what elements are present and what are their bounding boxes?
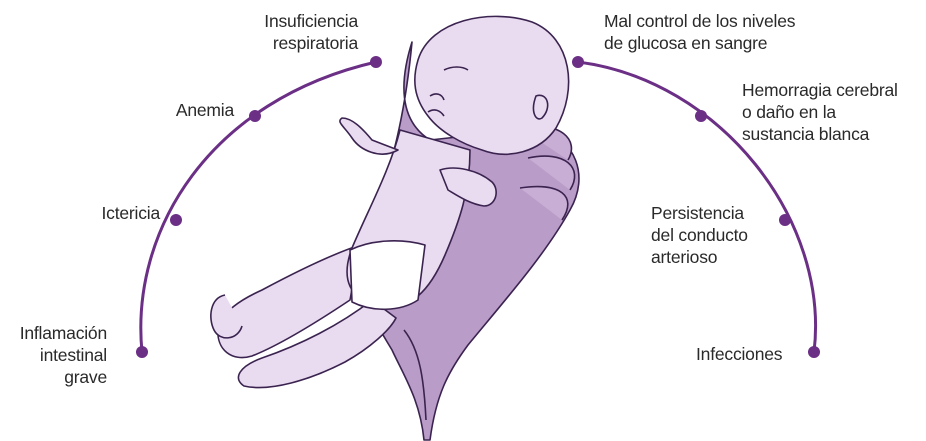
label-persistencia-conducto: Persistencia del conducto arterioso [651, 202, 791, 268]
dot-insuficiencia-respiratoria [370, 56, 382, 68]
dot-ictericia [170, 214, 182, 226]
label-ictericia: Ictericia [40, 202, 160, 224]
dot-infecciones [808, 346, 820, 358]
dot-hemorragia-cerebral [695, 110, 707, 122]
dot-inflamacion-intestinal [136, 346, 148, 358]
label-infecciones: Infecciones [696, 343, 806, 365]
label-anemia: Anemia [120, 99, 234, 121]
label-mal-control-glucosa: Mal control de los niveles de glucosa en… [604, 10, 824, 54]
label-insuficiencia-respiratoria: Insuficiencia respiratoria [200, 10, 358, 54]
label-hemorragia-cerebral: Hemorragia cerebral o daño en la sustanc… [742, 79, 926, 145]
dot-mal-control-glucosa [572, 56, 584, 68]
label-inflamacion-intestinal-grave: Inflamación intestinal grave [0, 322, 107, 388]
dot-anemia [249, 110, 261, 122]
